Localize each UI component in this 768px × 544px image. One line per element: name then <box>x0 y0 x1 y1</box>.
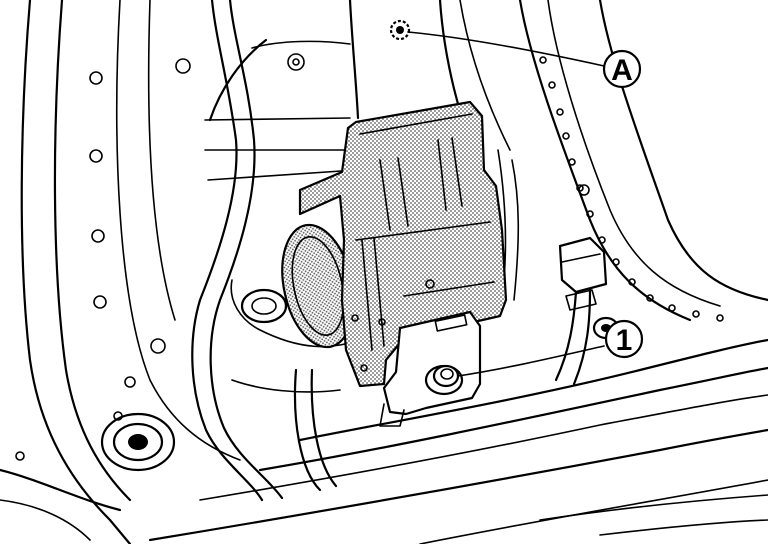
grommet <box>100 412 176 472</box>
callout-a: A <box>602 49 642 89</box>
callout-1-label: 1 <box>616 324 633 357</box>
leader-line-1 <box>457 345 605 377</box>
callout-1: 1 <box>604 319 644 359</box>
panel-holes-left <box>15 58 191 461</box>
module-assembly <box>281 100 508 427</box>
clip <box>389 19 411 41</box>
panel-holes-right <box>539 56 724 322</box>
callout-a-label: A <box>611 54 633 87</box>
body-panel-left <box>0 0 241 544</box>
leader-line-a <box>407 31 605 67</box>
bolt <box>424 364 464 396</box>
